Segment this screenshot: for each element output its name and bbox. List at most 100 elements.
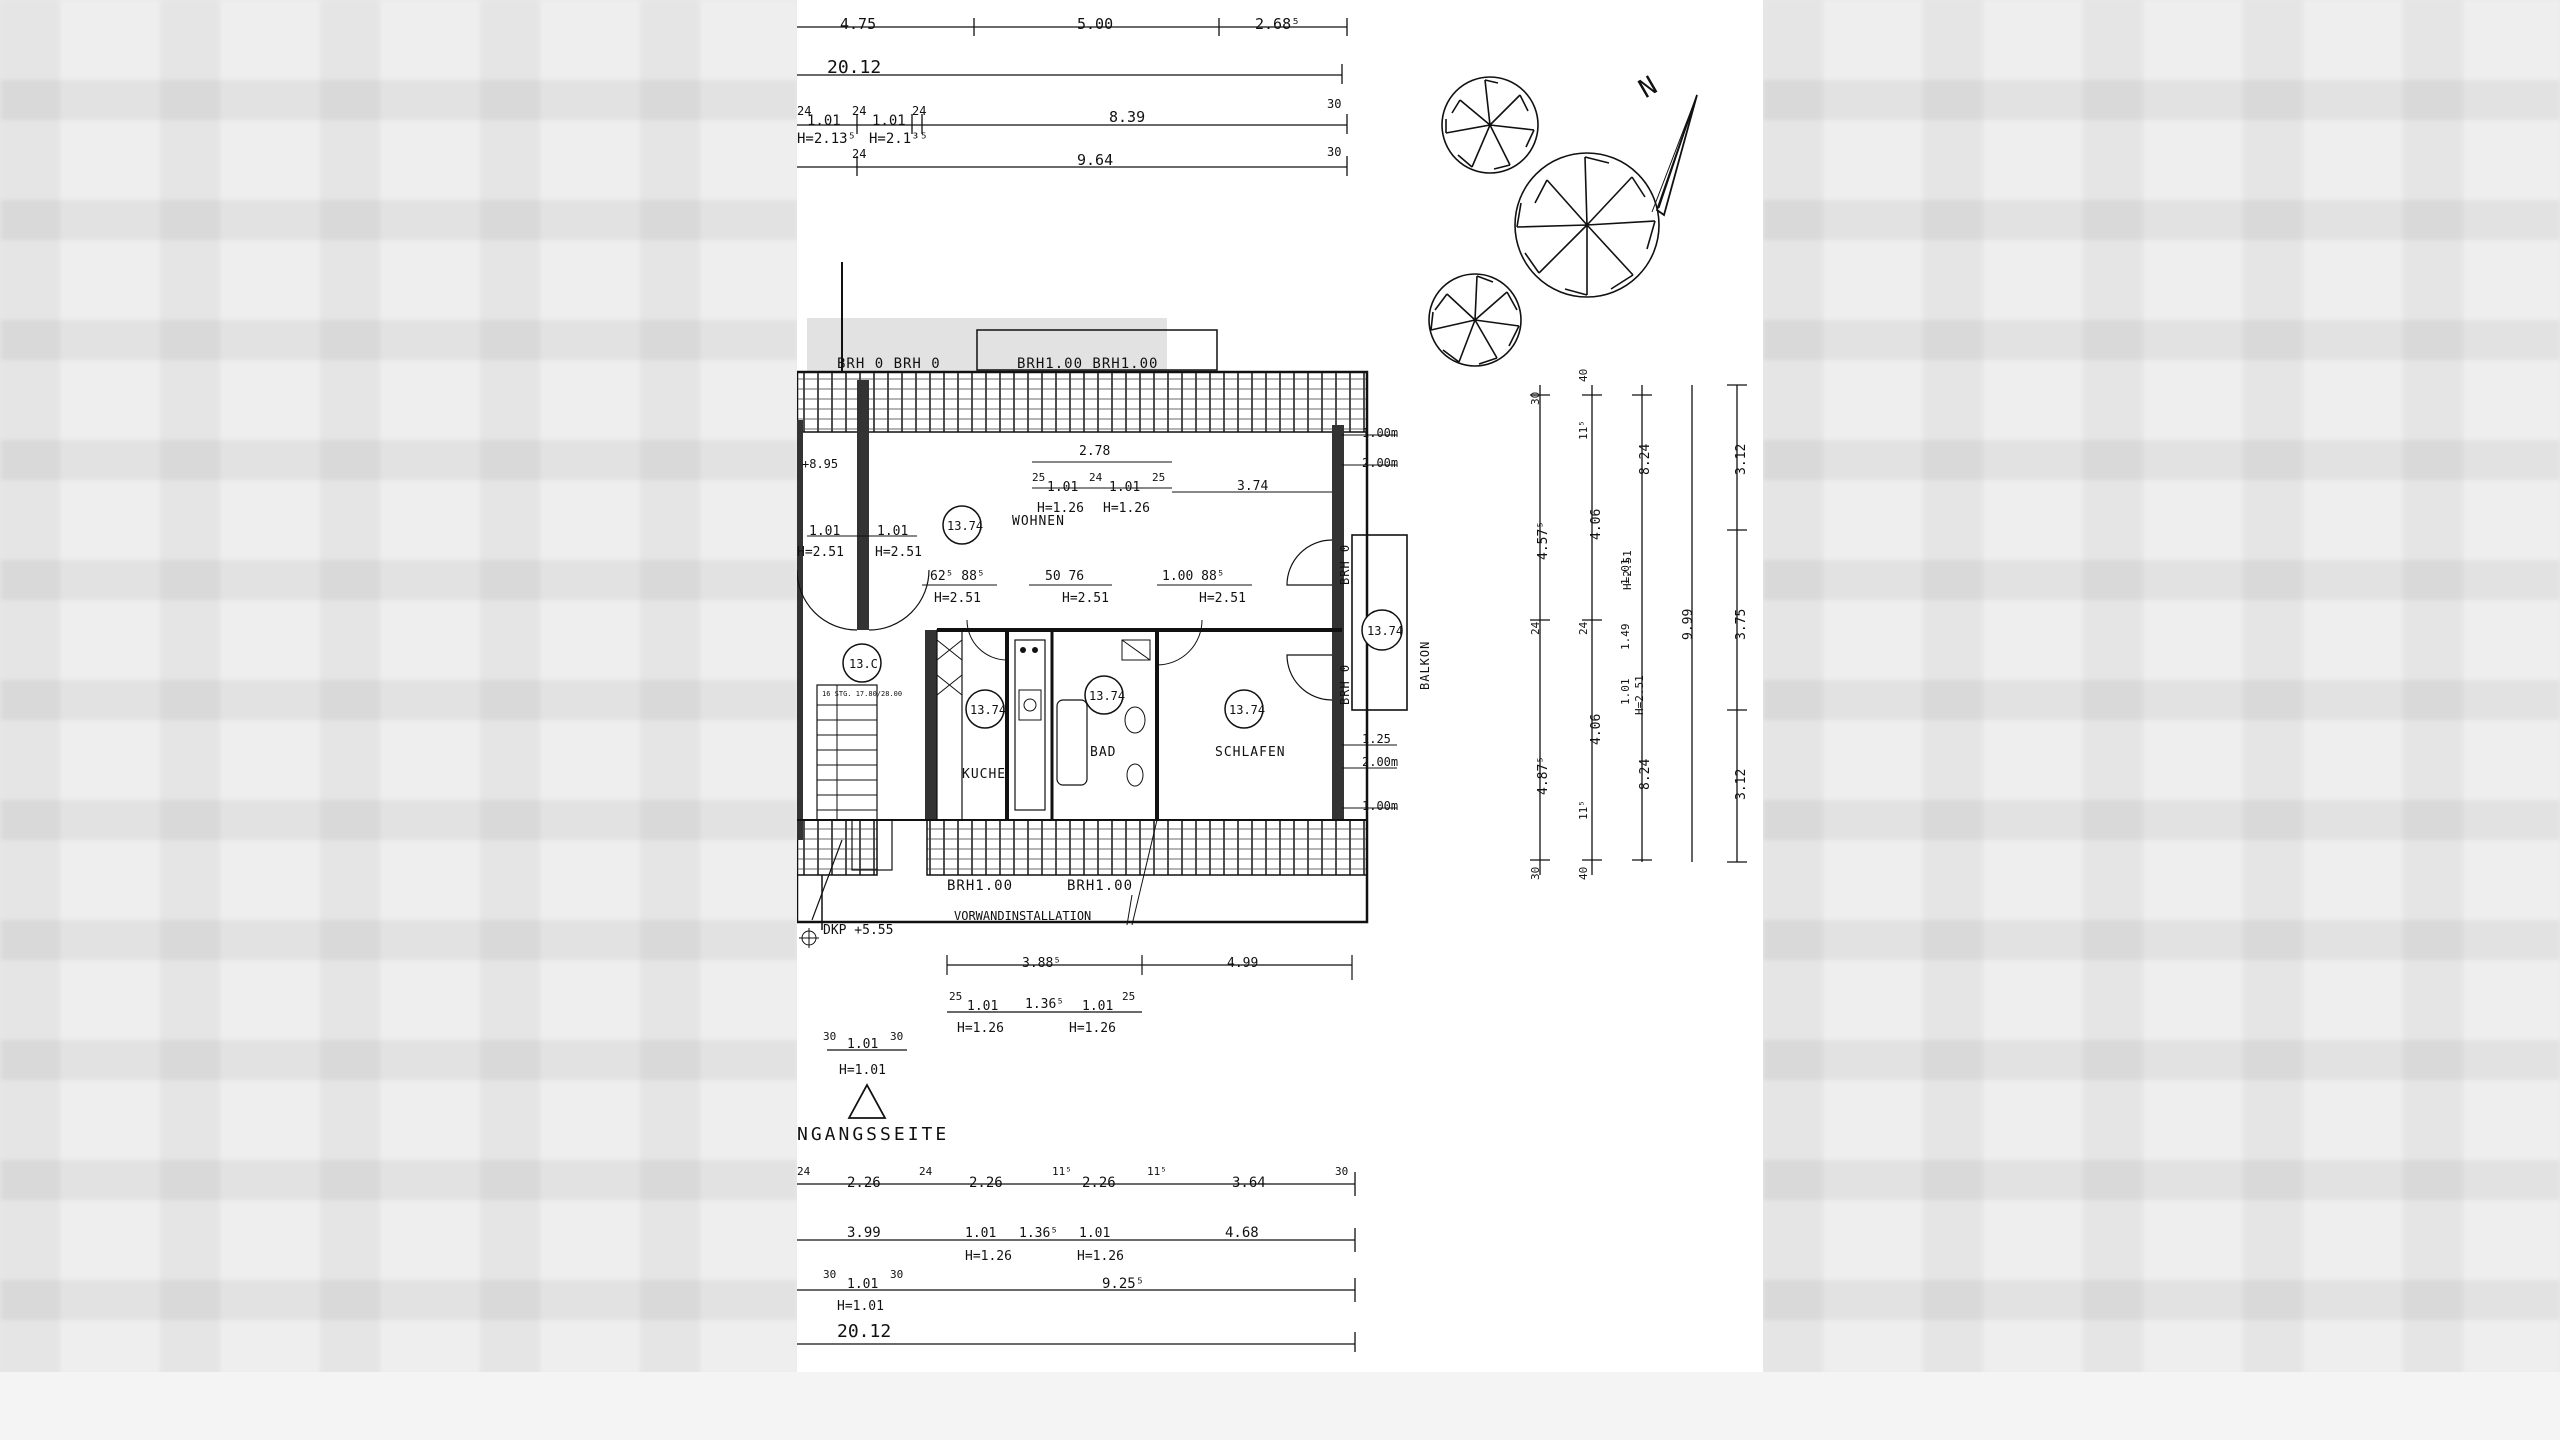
svg-text:H=2.51: H=2.51	[1062, 591, 1109, 606]
svg-text:1.49: 1.49	[1619, 624, 1632, 651]
entrance-triangle-icon	[847, 1083, 887, 1119]
north-label: N	[1634, 71, 1663, 105]
svg-text:13.74: 13.74	[1089, 689, 1125, 703]
svg-text:H=1.26: H=1.26	[1103, 501, 1150, 516]
svg-text:9.25⁵: 9.25⁵	[1102, 1276, 1144, 1292]
svg-text:3.75: 3.75	[1734, 609, 1749, 640]
brh-top-right: BRH1.00 BRH1.00	[1017, 356, 1158, 372]
right-dimension-lines	[1530, 384, 1747, 875]
svg-text:13.74: 13.74	[1367, 624, 1403, 638]
dim-h2135a: H=2.13⁵	[797, 131, 856, 147]
svg-text:30: 30	[1529, 392, 1542, 405]
svg-text:1.01: 1.01	[1619, 679, 1632, 706]
svg-text:4.06: 4.06	[1589, 509, 1604, 540]
dim-500: 5.00	[1077, 15, 1113, 33]
svg-text:1.01: 1.01	[877, 524, 908, 539]
dim-24c: 24	[912, 104, 926, 118]
marker-kueche: 13.74	[965, 689, 1006, 729]
svg-text:30: 30	[890, 1268, 903, 1281]
dim-24a: 24	[797, 104, 811, 118]
dim-30a: 30	[1327, 97, 1341, 111]
svg-text:H=1.26: H=1.26	[965, 1249, 1012, 1264]
brh-bottom-right: BRH1.00	[1067, 878, 1133, 894]
bottom-dimension-text: 24 2.26 24 2.26 11⁵ 2.26 11⁵ 3.64 30 3.9…	[797, 1165, 1348, 1342]
svg-text:1.01: 1.01	[1082, 999, 1113, 1014]
dim-278: 2.78	[1079, 444, 1110, 459]
svg-text:4.99: 4.99	[1227, 956, 1258, 971]
svg-text:1.01: 1.01	[847, 1277, 878, 1292]
svg-text:2.26: 2.26	[1082, 1175, 1116, 1191]
blurred-background-right	[1763, 0, 2560, 1440]
marker-schlafen: 13.74	[1224, 689, 1265, 729]
svg-text:1.00 88⁵: 1.00 88⁵	[1162, 569, 1225, 584]
svg-text:H=2.51: H=2.51	[1633, 675, 1646, 715]
svg-text:1.00m: 1.00m	[1362, 426, 1398, 440]
dim-101a: 1.01	[807, 113, 841, 129]
room-markers: 13.74 13.C 13.74 13.74 13.74 13.74	[842, 505, 1403, 729]
svg-text:H=2.51: H=2.51	[875, 545, 922, 560]
svg-text:3.12: 3.12	[1734, 444, 1749, 475]
vorwand-label: VORWANDINSTALLATION	[954, 909, 1091, 923]
marker-balkon: 13.74	[1361, 609, 1403, 651]
dim-h2135b: H=2.1³⁵	[869, 131, 928, 147]
right-dimension-text: 30 4.57⁵ 24 4.87⁵ 30 40 11⁵ 4.06 24 4.06…	[1529, 369, 1749, 880]
top-dimension-text: 4.75 5.00 2.68⁵ 20.12 24 24 24 1.01 1.01…	[797, 15, 1341, 169]
svg-text:1.01: 1.01	[1109, 480, 1140, 495]
svg-text:4.87⁵: 4.87⁵	[1536, 756, 1551, 795]
svg-text:H=1.01: H=1.01	[839, 1063, 886, 1078]
svg-text:H=1.26: H=1.26	[1077, 1249, 1124, 1264]
svg-text:H=1.26: H=1.26	[957, 1021, 1004, 1036]
room-label-kueche: KUCHE	[962, 767, 1006, 782]
dkp-label: DKP +5.55	[823, 923, 893, 938]
svg-text:H=1.01: H=1.01	[837, 1299, 884, 1314]
svg-text:2.00m: 2.00m	[1362, 456, 1398, 470]
svg-text:H=1.26: H=1.26	[1069, 1021, 1116, 1036]
svg-text:2.26: 2.26	[847, 1175, 881, 1191]
svg-text:3.88⁵: 3.88⁵	[1022, 956, 1061, 971]
svg-text:H=2.51: H=2.51	[1621, 550, 1634, 590]
svg-text:H=1.26: H=1.26	[1037, 501, 1084, 516]
dim-101b: 1.01	[872, 113, 906, 129]
marker-wohnen: 13.74	[942, 505, 983, 545]
svg-text:30: 30	[890, 1030, 903, 1043]
svg-text:25: 25	[1152, 471, 1165, 484]
room-label-bad: BAD	[1090, 745, 1116, 760]
svg-text:11⁵: 11⁵	[1577, 420, 1590, 440]
svg-text:30: 30	[823, 1030, 836, 1043]
svg-text:3.64: 3.64	[1232, 1175, 1266, 1191]
svg-text:24: 24	[1577, 621, 1590, 635]
dim-475: 4.75	[840, 15, 876, 33]
svg-text:40: 40	[1577, 867, 1590, 880]
dim-total-bottom: 20.12	[837, 1321, 891, 1342]
svg-text:13.C: 13.C	[849, 657, 878, 671]
room-label-schlafen: SCHLAFEN	[1215, 745, 1286, 760]
svg-text:H=2.51: H=2.51	[797, 545, 844, 560]
dim-24d: 24	[852, 147, 866, 161]
floor-plan-drawing: 4.75 5.00 2.68⁵ 20.12 24 24 24 1.01 1.01…	[797, 15, 1749, 1352]
svg-text:1.01: 1.01	[1079, 1226, 1110, 1241]
svg-text:30: 30	[1529, 867, 1542, 880]
svg-text:1.01: 1.01	[809, 524, 840, 539]
svg-text:8.24: 8.24	[1638, 759, 1653, 790]
marker-stair: 13.C	[842, 643, 882, 683]
dim-268: 2.68⁵	[1255, 15, 1300, 33]
room-label-balkon: BALKON	[1418, 641, 1432, 690]
svg-text:3.99: 3.99	[847, 1225, 881, 1241]
svg-text:30: 30	[1335, 1165, 1348, 1178]
room-label-wohnen: WOHNEN	[1012, 514, 1065, 529]
floor-plan-sheet: 4.75 5.00 2.68⁵ 20.12 24 24 24 1.01 1.01…	[797, 0, 1763, 1372]
svg-text:11⁵: 11⁵	[1052, 1165, 1072, 1178]
svg-text:13.74: 13.74	[1229, 703, 1265, 717]
svg-text:9.99: 9.99	[1681, 609, 1696, 640]
svg-text:1.01: 1.01	[967, 999, 998, 1014]
brh-top-left: BRH 0 BRH 0	[837, 356, 941, 372]
svg-text:13.74: 13.74	[947, 519, 983, 533]
svg-text:25: 25	[1122, 990, 1135, 1003]
svg-text:24: 24	[797, 1165, 811, 1178]
svg-text:1.25: 1.25	[1362, 732, 1391, 746]
svg-text:24: 24	[1529, 621, 1542, 635]
bottom-strip	[0, 1372, 2560, 1440]
svg-text:24: 24	[1089, 471, 1103, 484]
svg-text:1.01: 1.01	[1047, 480, 1078, 495]
dim-24b: 24	[852, 104, 866, 118]
